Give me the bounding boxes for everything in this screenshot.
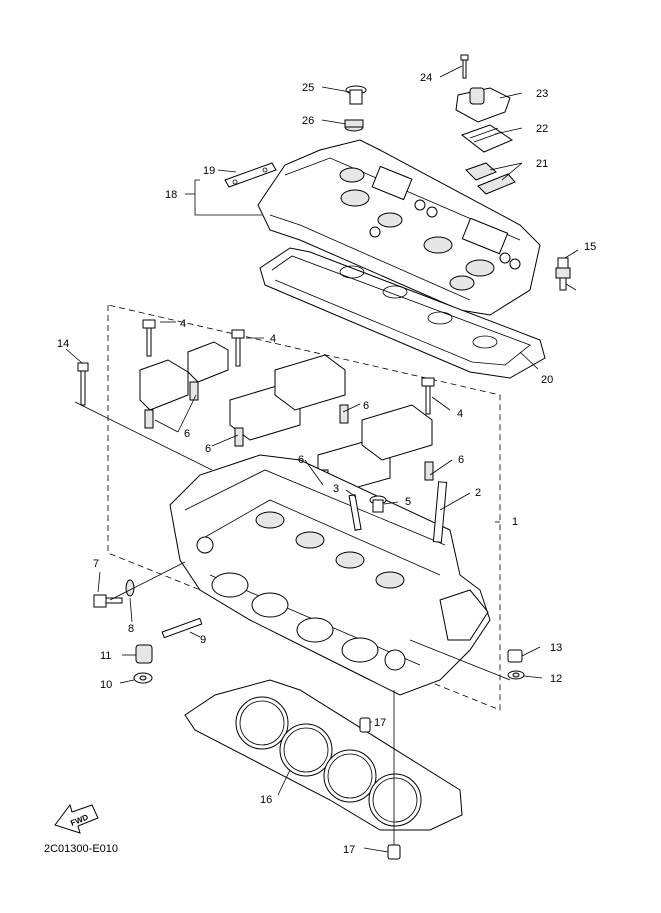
camshaft-cap-right — [361, 404, 434, 481]
callout-6c: 6 — [363, 400, 369, 412]
callout-9: 9 — [200, 634, 206, 646]
part-12-washer — [507, 670, 525, 680]
head-cover-gasket — [259, 247, 546, 379]
callout-22: 22 — [536, 123, 548, 135]
part-19-plate — [224, 162, 277, 188]
callout-6a: 6 — [184, 428, 190, 440]
fwd-arrow-icon: FWD — [54, 803, 99, 834]
callout-10: 10 — [100, 679, 112, 691]
callout-14: 14 — [57, 338, 69, 350]
part-11-collar — [135, 644, 153, 664]
callout-24: 24 — [420, 72, 432, 84]
callout-18: 18 — [165, 189, 177, 201]
camshaft-cap-mid — [274, 354, 349, 424]
part-25-cap — [345, 85, 367, 105]
cylinder-head-gasket — [184, 679, 463, 831]
callout-8: 8 — [128, 623, 134, 635]
callout-5: 5 — [405, 496, 411, 508]
part-17-dowel-lower — [387, 844, 401, 860]
callout-6b: 6 — [205, 443, 211, 455]
callout-6e: 6 — [458, 454, 464, 466]
callout-6d: 6 — [298, 454, 304, 466]
part-15-spark-plug — [555, 257, 571, 291]
part-5-plug — [369, 495, 387, 513]
leader-lines — [65, 65, 579, 853]
callout-23: 23 — [536, 88, 548, 100]
callout-25: 25 — [302, 82, 314, 94]
callout-4c: 4 — [457, 408, 463, 420]
assembly-dashed-outline — [107, 304, 501, 711]
part-3-stud — [348, 494, 362, 531]
drawing-code: 2C01300-E010 — [44, 843, 118, 855]
part-7-bolt — [93, 594, 123, 608]
part-21-reed-valves — [465, 162, 516, 195]
cap-bolts — [77, 319, 435, 415]
callout-26: 26 — [302, 115, 314, 127]
callout-21: 21 — [536, 158, 548, 170]
callout-19: 19 — [203, 165, 215, 177]
part-2-pipe — [432, 481, 448, 543]
callout-1: 1 — [512, 516, 518, 528]
part-13-nut — [507, 649, 523, 663]
callout-20: 20 — [541, 374, 553, 386]
part-10-washer — [133, 672, 153, 684]
part-26-grommet — [344, 119, 364, 132]
callout-15: 15 — [584, 241, 596, 253]
cylinder-head — [169, 454, 491, 696]
callouts: 1 2 3 4 4 4 5 6 6 6 6 6 7 8 9 11 10 12 1… — [57, 72, 596, 856]
part-24-bolt — [460, 54, 469, 79]
callout-4a: 4 — [180, 318, 186, 330]
callout-7: 7 — [93, 558, 99, 570]
callout-4b: 4 — [270, 333, 276, 345]
part-23-breather-cover — [455, 87, 511, 123]
part-22-plate — [460, 124, 514, 153]
callout-11: 11 — [100, 650, 111, 662]
part-17-dowel-upper — [359, 717, 371, 733]
cylinder-head-cover — [257, 139, 541, 316]
callout-12: 12 — [550, 673, 562, 685]
callout-17a: 17 — [374, 717, 386, 729]
part-9-stud — [161, 617, 203, 639]
callout-13: 13 — [550, 642, 562, 654]
callout-17b: 17 — [343, 844, 355, 856]
callout-16: 16 — [260, 794, 272, 806]
callout-3: 3 — [333, 483, 339, 495]
camshaft-cap-left — [139, 341, 229, 429]
callout-2: 2 — [475, 487, 481, 499]
